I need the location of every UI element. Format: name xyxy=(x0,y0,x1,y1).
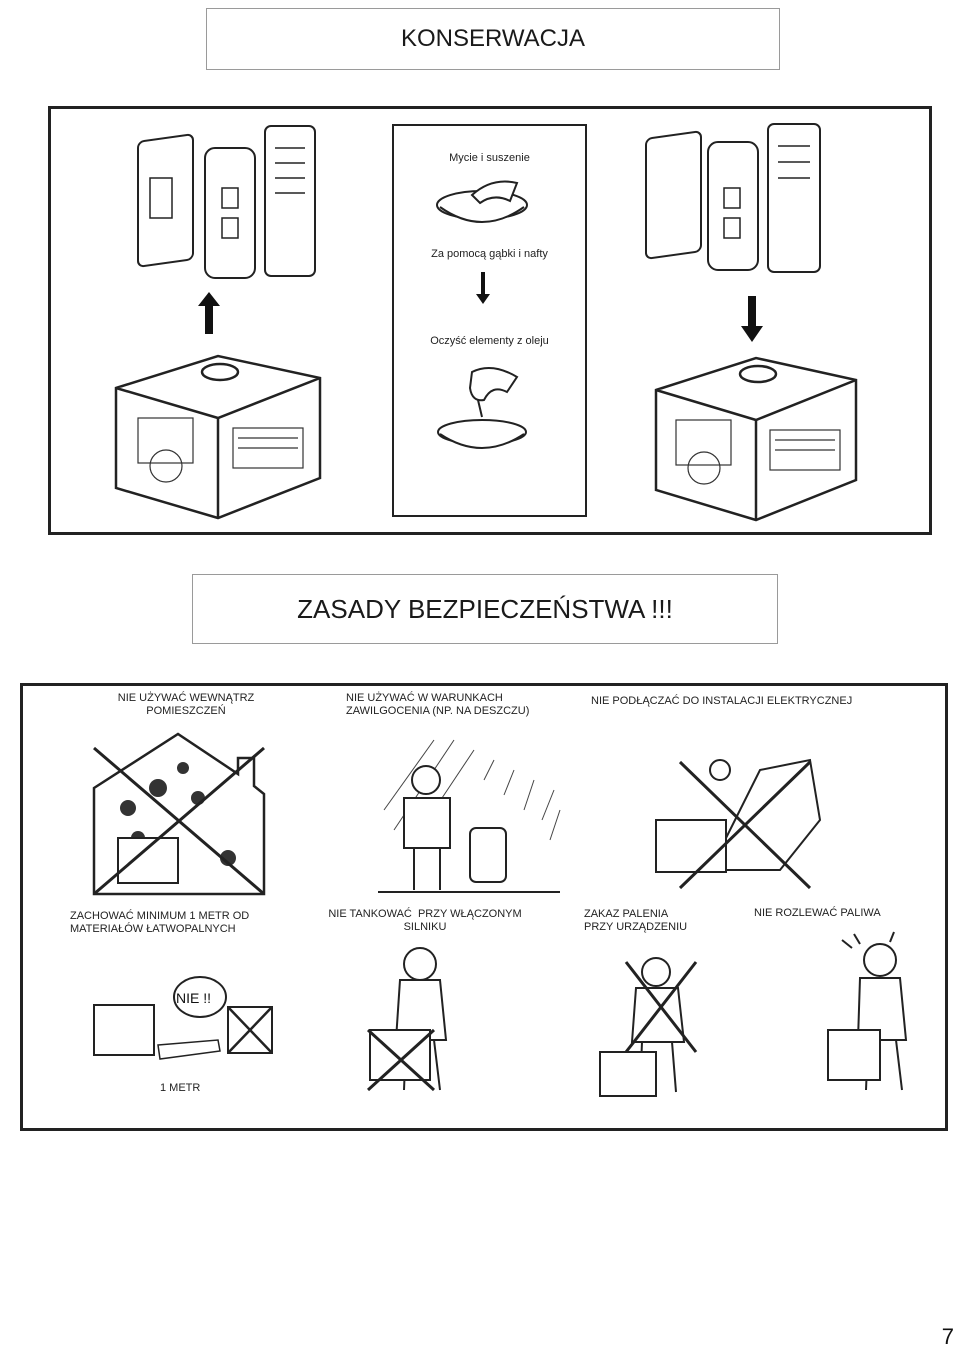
rule-distance: ZACHOWAĆ MINIMUM 1 METR OD MATERIAŁÓW ŁA… xyxy=(70,910,250,935)
generator-right-icon xyxy=(654,356,858,522)
rule-electric: NIE PODŁĄCZAĆ DO INSTALACJI ELEKTRYCZNEJ xyxy=(591,695,853,707)
maintenance-illustration-frame xyxy=(48,106,932,535)
step-clean-oil: Oczyść elementy z oleju xyxy=(430,335,549,347)
arrow-up-icon xyxy=(198,292,220,334)
maintenance-title: KONSERWACJA xyxy=(206,8,780,70)
distance-label: 1 METR xyxy=(160,1082,201,1094)
page-number: 7 xyxy=(941,1324,954,1349)
arrow-down-small-icon xyxy=(476,272,490,304)
rule-wet: NIE UŻYWAĆ W WARUNKACH ZAWILGOCENIA (NP.… xyxy=(346,692,530,717)
arrow-down-icon xyxy=(741,296,763,342)
air-filter-parts-right-icon xyxy=(645,123,821,273)
air-filter-parts-left-icon xyxy=(137,125,316,279)
no-rain-use-icon xyxy=(378,739,561,893)
keep-distance-icon xyxy=(93,976,273,1060)
speech-bubble-no: NIE !! xyxy=(176,990,212,1006)
squeezing-filter-bowl-icon xyxy=(437,367,527,449)
no-fuel-spill-icon xyxy=(827,931,908,1091)
cleaning-steps-box xyxy=(392,124,587,517)
generator-left-icon xyxy=(114,354,322,520)
rule-smoking: ZAKAZ PALENIA PRZY URZĄDZENIU xyxy=(584,908,688,933)
no-smoking-icon xyxy=(599,957,698,1097)
no-indoor-use-icon xyxy=(92,732,266,896)
maintenance-title-text: KONSERWACJA xyxy=(400,25,586,52)
no-grid-connection-icon xyxy=(655,758,822,890)
safety-illustration-frame xyxy=(20,683,948,1131)
rule-indoor: NIE UŻYWAĆ WEWNĄTRZ POMIESZCZEŃ xyxy=(117,692,255,717)
rule-refuel: NIE TANKOWAĆ PRZY WŁĄCZONYM SILNIKU xyxy=(328,908,522,933)
step-sponge-kerosene: Za pomocą gąbki i nafty xyxy=(431,248,548,260)
washing-bowl-icon xyxy=(436,180,528,223)
safety-title-text: ZASADY BEZPIECZEŃSTWA !!! xyxy=(297,593,673,624)
rule-spill: NIE ROZLEWAĆ PALIWA xyxy=(754,907,881,919)
safety-title: ZASADY BEZPIECZEŃSTWA !!! xyxy=(192,574,778,644)
no-refuel-running-icon xyxy=(366,947,448,1092)
step-wash-dry: Mycie i suszenie xyxy=(449,152,530,164)
